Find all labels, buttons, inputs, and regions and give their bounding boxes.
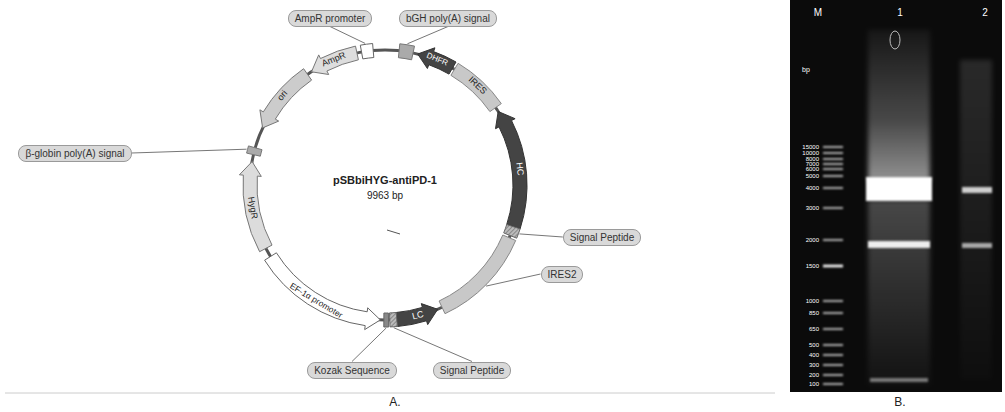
lane-1 <box>866 30 932 385</box>
feature-name: HC <box>513 161 524 175</box>
feature-name: ori <box>276 89 290 103</box>
tick-mark <box>387 230 400 234</box>
ladder-size: 1000 <box>806 298 819 305</box>
feature-name: EF-1α promoter <box>287 281 343 320</box>
panel-divider <box>5 393 775 394</box>
leader-line <box>352 328 386 362</box>
ladder-size: 300 <box>809 362 819 369</box>
leader-line <box>407 27 448 44</box>
gel-background <box>790 0 1002 392</box>
feature-label-text: Signal Peptide <box>570 231 635 244</box>
ladder-size: 2000 <box>806 237 819 244</box>
gene-arrow <box>496 112 528 229</box>
feature-name: AmpR <box>321 51 348 70</box>
ladder-size: 5000 <box>806 173 819 180</box>
signal-peptide-box <box>390 313 398 327</box>
feature-label-text: bGH poly(A) signal <box>406 12 490 25</box>
ladder-size: 850 <box>809 310 819 317</box>
leader-line <box>486 274 540 286</box>
feature-label-text: AmpR promoter <box>295 12 366 25</box>
unit-label: bp <box>802 66 810 74</box>
ladder-size: 15000 <box>802 144 819 151</box>
feature-label: bGH poly(A) signal <box>399 10 497 27</box>
lane-label: M <box>814 7 822 18</box>
feature-label: Signal Peptide <box>433 362 512 379</box>
leader-line <box>394 328 472 362</box>
plasmid-name: pSBbiHYG-antiPD-1 <box>333 174 437 186</box>
promoter-arrow <box>265 253 381 330</box>
gene-arrow <box>312 46 359 74</box>
feature-label: Signal Peptide <box>563 229 642 246</box>
feature-label-text: Signal Peptide <box>440 364 505 377</box>
ori-arrow <box>260 69 312 128</box>
feature-label: IRES2 <box>541 266 584 283</box>
ires-box <box>451 63 501 111</box>
plasmid-size: 9963 bp <box>367 190 403 201</box>
panel-label: B. <box>894 396 905 409</box>
gene-arrow <box>418 48 456 74</box>
feature-name: DHFR <box>425 52 449 69</box>
polya-box <box>398 44 414 60</box>
ladder-size: 650 <box>809 326 819 333</box>
ladder-size: 100 <box>809 381 819 388</box>
feature-name: LC <box>411 310 425 322</box>
lane-label: 2 <box>982 7 988 18</box>
ladder-size: 4000 <box>806 185 819 192</box>
feature-label: AmpR promoter <box>288 10 373 27</box>
lane-label: 1 <box>897 7 903 18</box>
leader-line <box>330 27 365 44</box>
kozak-box <box>384 313 389 327</box>
ladder-bands <box>823 147 843 384</box>
ladder-size: 400 <box>809 352 819 359</box>
panel-label: A. <box>389 396 400 409</box>
feature-label: β-globin poly(A) signal <box>18 145 131 162</box>
polya-box <box>247 146 262 156</box>
feature-name: IRES <box>466 76 488 98</box>
feature-name: HygR <box>245 196 259 220</box>
ladder-size: 500 <box>809 342 819 349</box>
ladder-size: 3000 <box>806 205 819 212</box>
feature-label-text: Kozak Sequence <box>314 364 390 377</box>
ladder-size: 1500 <box>806 263 819 270</box>
ladder-size: 10000 <box>802 150 819 157</box>
gene-arrow <box>239 162 272 252</box>
ladder-size: 200 <box>809 372 819 379</box>
promoter-arc <box>360 44 374 59</box>
feature-arcs <box>239 44 527 330</box>
ires-box <box>439 235 516 314</box>
ladder-size: 6000 <box>806 166 819 173</box>
feature-label: Kozak Sequence <box>307 362 397 379</box>
leader-line <box>519 234 562 237</box>
feature-label-text: IRES2 <box>548 268 577 281</box>
leader-line <box>132 149 247 153</box>
lane-2 <box>960 60 992 380</box>
feature-label-text: β-globin poly(A) signal <box>25 147 124 160</box>
gene-arrow <box>396 304 438 327</box>
